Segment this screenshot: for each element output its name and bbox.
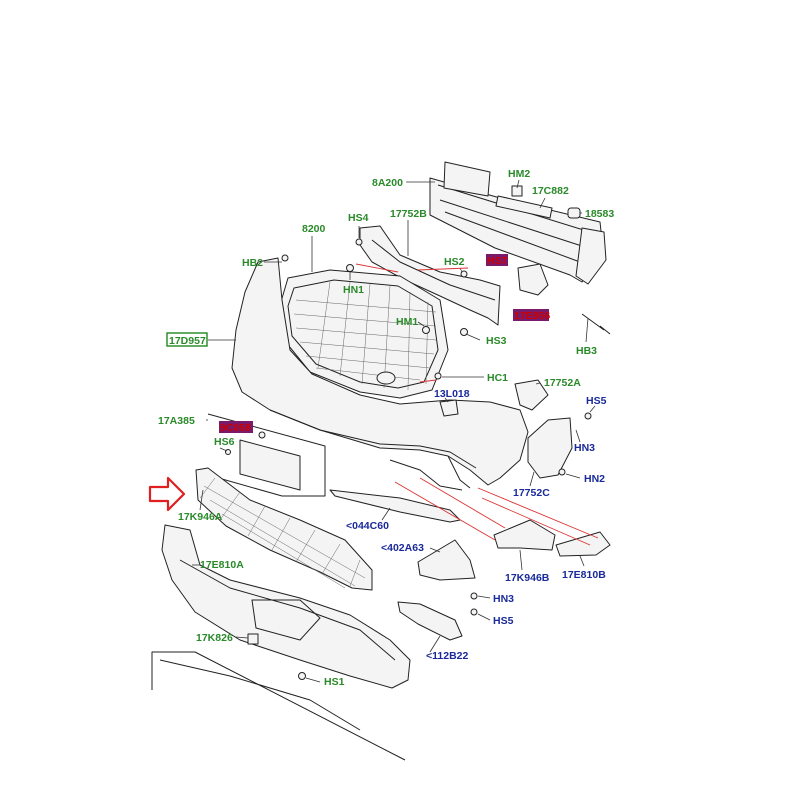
label-HS6[interactable]: HS6 [214, 436, 235, 448]
label-HS4[interactable]: HS4 [348, 212, 369, 224]
label-HS1[interactable]: HS1 [324, 676, 345, 688]
label-17C882[interactable]: 17C882 [532, 185, 569, 197]
highlight-9C058 [219, 421, 253, 433]
label-18583[interactable]: 18583 [585, 208, 614, 220]
label-17K826[interactable]: 17K826 [196, 632, 233, 644]
label-8200[interactable]: 8200 [302, 223, 326, 235]
label-HN1[interactable]: HN1 [343, 284, 364, 296]
box-17D957 [166, 332, 208, 347]
label-402A63[interactable]: <402A63 [381, 542, 424, 554]
clip-17K826 [247, 633, 259, 645]
bolt-HB3 [581, 313, 611, 335]
label-HN3-upper[interactable]: HN3 [574, 442, 595, 454]
label-HN2[interactable]: HN2 [584, 473, 605, 485]
label-17752B[interactable]: 17752B [390, 208, 427, 220]
label-17E856[interactable]: 17E856 [514, 310, 550, 322]
highlight-17E856 [513, 309, 549, 321]
label-17752C[interactable]: 17752C [513, 487, 550, 499]
fog-bezel-17K946B [493, 519, 556, 551]
clip-HM2 [511, 185, 523, 197]
label-HB2[interactable]: HB2 [242, 257, 263, 269]
leader-lines [192, 179, 599, 683]
grille-8200 [279, 269, 449, 399]
cap-18583 [567, 207, 581, 219]
label-HB3[interactable]: HB3 [576, 345, 597, 357]
label-17E810B[interactable]: 17E810B [562, 569, 606, 581]
bracket-17752A [514, 379, 549, 411]
bracket-17E856 [517, 263, 549, 296]
bracket-402A63 [417, 539, 476, 581]
label-HC1[interactable]: HC1 [487, 372, 508, 384]
label-HS2[interactable]: HS2 [444, 256, 465, 268]
bracket-17752C [527, 417, 573, 479]
bumper-beam-8A200 [429, 161, 607, 285]
highlight-HS7 [486, 254, 508, 266]
label-13L018[interactable]: 13L018 [434, 388, 470, 400]
label-17D957[interactable]: 17D957 [169, 335, 206, 347]
label-17K946B[interactable]: 17K946B [505, 572, 550, 584]
trim-112B22 [397, 601, 463, 641]
fasteners [225, 238, 592, 680]
label-HS5-lower[interactable]: HS5 [493, 615, 514, 627]
label-HN3-lower[interactable]: HN3 [493, 593, 514, 605]
label-112B22[interactable]: <112B22 [426, 650, 468, 662]
trim-17E810B [555, 531, 611, 557]
pointer-arrow-icon [148, 476, 186, 512]
label-HM1[interactable]: HM1 [396, 316, 418, 328]
label-HS5-upper[interactable]: HS5 [586, 395, 607, 407]
label-HM2[interactable]: HM2 [508, 168, 530, 180]
bracket-17C882 [495, 195, 553, 219]
label-044C60[interactable]: <044C60 [346, 520, 389, 532]
label-17K946A[interactable]: 17K946A [178, 511, 223, 523]
label-HS7[interactable]: HS7 [487, 255, 508, 267]
label-17E810A[interactable]: 17E810A [200, 559, 244, 571]
label-17752A[interactable]: 17752A [544, 377, 581, 389]
label-9C058[interactable]: 9C058 [220, 422, 251, 434]
inset-view [151, 651, 406, 761]
label-17A385[interactable]: 17A385 [158, 415, 195, 427]
sensor-13L018 [439, 399, 459, 417]
label-HS3[interactable]: HS3 [486, 335, 507, 347]
label-8A200[interactable]: 8A200 [372, 177, 403, 189]
plate-bracket-17A385 [207, 413, 326, 497]
trim-044C60 [329, 489, 461, 523]
bumper-cover-17D957 [231, 257, 529, 491]
undertray-17E810A [161, 524, 411, 689]
lower-grille-17K946A [195, 467, 373, 591]
